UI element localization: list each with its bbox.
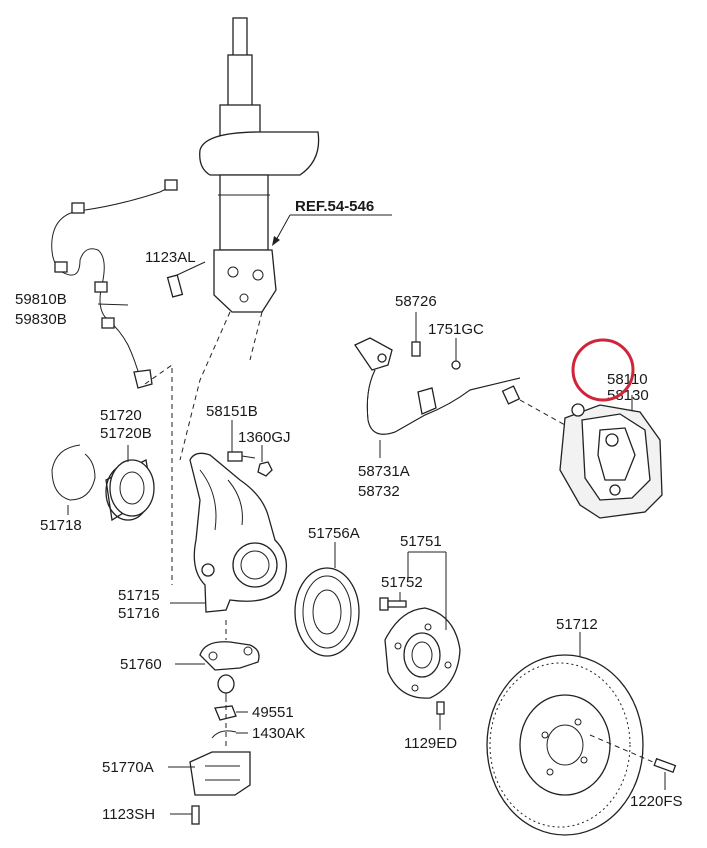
- strut-assembly[interactable]: [199, 17, 320, 313]
- bolt-58151B[interactable]: 58151B: [206, 403, 258, 462]
- steering-knuckle[interactable]: 51715 51716: [118, 452, 287, 622]
- wheel-bearing[interactable]: 51720 51720B: [100, 407, 155, 522]
- screw-1220FS[interactable]: 1220FS: [630, 757, 683, 810]
- label-51756A: 51756A: [308, 525, 360, 542]
- hub-bolt-51752[interactable]: 51752: [379, 574, 423, 611]
- label-51720: 51720: [100, 407, 142, 424]
- brake-hose[interactable]: 58731A 58732: [354, 337, 521, 500]
- label-1123AL: 1123AL: [145, 249, 196, 266]
- ref-callout[interactable]: REF.54-546: [272, 198, 392, 246]
- bolt-1123AL[interactable]: 1123AL: [145, 249, 206, 298]
- label-51760: 51760: [120, 656, 162, 673]
- label-58726: 58726: [395, 293, 437, 310]
- label-51716: 51716: [118, 605, 160, 622]
- label-51752: 51752: [381, 574, 423, 591]
- cotter-pin-1430AK[interactable]: 1430AK: [211, 725, 305, 742]
- label-1220FS: 1220FS: [630, 793, 683, 810]
- clip-1751GC[interactable]: 1751GC: [428, 321, 484, 370]
- label-59810B: 59810B: [15, 291, 67, 308]
- ball-joint[interactable]: 51760: [120, 641, 260, 702]
- abs-sensor-wire[interactable]: 59810B 59830B: [15, 179, 178, 389]
- highlight-circle: [571, 338, 635, 402]
- label-59830B: 59830B: [15, 311, 67, 328]
- label-49551: 49551: [252, 704, 294, 721]
- bolt-1123SH[interactable]: 1123SH: [102, 805, 200, 825]
- brake-disc[interactable]: 51712: [486, 616, 644, 836]
- label-1430AK: 1430AK: [252, 725, 305, 742]
- label-58151B: 58151B: [206, 403, 258, 420]
- label-51715: 51715: [118, 587, 160, 604]
- screw-1129ED[interactable]: 1129ED: [404, 701, 457, 752]
- label-1129ED: 1129ED: [404, 735, 457, 752]
- nut-1360GJ[interactable]: 1360GJ: [238, 429, 291, 477]
- bracket-51770A[interactable]: 51770A: [102, 751, 251, 796]
- label-58731A: 58731A: [358, 463, 410, 480]
- label-51770A: 51770A: [102, 759, 154, 776]
- snap-ring[interactable]: 51718: [40, 444, 96, 534]
- dust-cover[interactable]: 51756A: [294, 525, 360, 657]
- label-51751: 51751: [400, 533, 442, 550]
- label-1360GJ: 1360GJ: [238, 429, 291, 446]
- bolt-58726[interactable]: 58726: [395, 293, 437, 357]
- label-58110: 58110: [607, 371, 648, 388]
- label-51712: 51712: [556, 616, 598, 633]
- label-58732: 58732: [358, 483, 400, 500]
- hub-assembly[interactable]: 51751: [384, 533, 461, 699]
- label-58130: 58130: [607, 387, 649, 404]
- label-1751GC: 1751GC: [428, 321, 484, 338]
- label-51720B: 51720B: [100, 425, 152, 442]
- nut-49551[interactable]: 49551: [214, 704, 294, 721]
- label-1123SH: 1123SH: [102, 806, 155, 823]
- ref-label: REF.54-546: [295, 198, 374, 215]
- brake-caliper[interactable]: 58110 58130: [559, 371, 663, 519]
- label-51718: 51718: [40, 517, 82, 534]
